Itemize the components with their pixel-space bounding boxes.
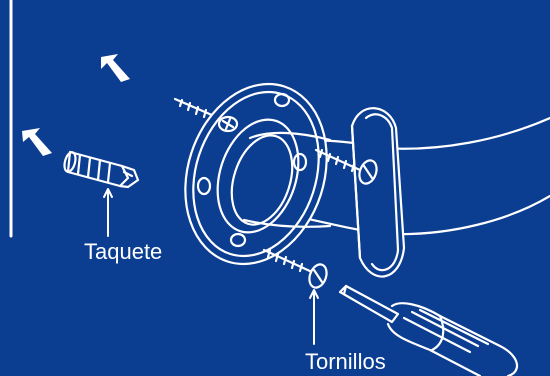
screws-label: Tornillos — [305, 350, 386, 374]
wall-flange-icon — [163, 65, 349, 282]
arrow-icon — [101, 54, 130, 82]
anchor-label: Taquete — [84, 240, 162, 264]
arrow-icon — [22, 128, 52, 156]
wall-anchor-icon — [63, 151, 138, 187]
wall-flange-icon — [352, 108, 404, 276]
